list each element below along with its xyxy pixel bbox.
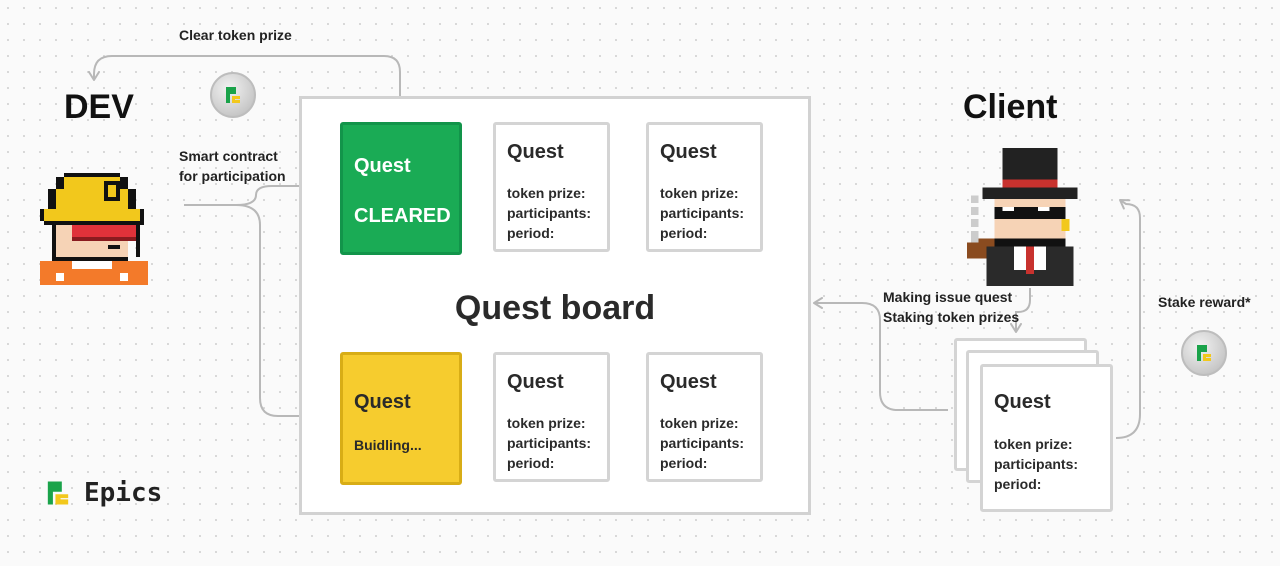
staking-arrow <box>1010 288 1031 333</box>
quest-card-title: Quest <box>660 371 717 393</box>
smart-contract-label-1: Smart contract <box>179 148 278 164</box>
stake-reward-arrow <box>1115 199 1141 439</box>
quest-card[interactable]: Quest token prize: participants: period: <box>646 352 763 482</box>
participants-field: participants: <box>660 205 745 221</box>
period-field: period: <box>507 455 555 471</box>
quest-card-title: Quest <box>507 371 564 393</box>
epics-logo-icon <box>47 481 69 505</box>
period-field: period: <box>507 225 555 241</box>
quest-card-building[interactable]: Quest Buidling... <box>340 352 462 485</box>
dev-title: DEV <box>64 88 134 126</box>
issue-quest-arrow <box>813 297 948 411</box>
quest-card[interactable]: Quest token prize: participants: period: <box>646 122 763 252</box>
dev-avatar-icon <box>40 173 148 285</box>
period-field: period: <box>994 476 1042 492</box>
participants-field: participants: <box>507 435 592 451</box>
quest-card[interactable]: Quest token prize: participants: period: <box>493 352 610 482</box>
quest-status-building: Buidling... <box>354 437 422 453</box>
token-prize-field: token prize: <box>994 436 1073 452</box>
token-coin-icon <box>210 72 256 118</box>
client-quest-card[interactable]: Quest token prize: participants: period: <box>980 364 1113 512</box>
quest-card[interactable]: Quest token prize: participants: period: <box>493 122 610 252</box>
smart-contract-arrow-top <box>184 180 337 206</box>
smart-contract-label-2: for participation <box>179 168 286 184</box>
token-prize-field: token prize: <box>507 415 586 431</box>
participants-field: participants: <box>994 456 1079 472</box>
quest-card-title: Quest <box>354 391 411 413</box>
token-prize-field: token prize: <box>660 185 739 201</box>
token-prize-field: token prize: <box>507 185 586 201</box>
period-field: period: <box>660 455 708 471</box>
smart-contract-arrow-bottom <box>235 204 337 422</box>
participants-field: participants: <box>507 205 592 221</box>
token-prize-field: token prize: <box>660 415 739 431</box>
stake-reward-label: Stake reward* <box>1158 294 1251 310</box>
client-quest-title: Quest <box>994 391 1051 413</box>
stake-coin-icon <box>1181 330 1227 376</box>
quest-card-title: Quest <box>354 155 411 177</box>
participants-field: participants: <box>660 435 745 451</box>
quest-status-cleared: CLEARED <box>354 205 451 227</box>
quest-board-title: Quest board <box>454 289 656 327</box>
brand-name: Epics <box>84 478 163 508</box>
quest-card-title: Quest <box>507 141 564 163</box>
period-field: period: <box>660 225 708 241</box>
making-issue-label: Making issue quest <box>883 289 1013 305</box>
client-title: Client <box>963 88 1058 126</box>
quest-card-title: Quest <box>660 141 717 163</box>
quest-card-cleared[interactable]: Quest CLEARED <box>340 122 462 255</box>
staking-prizes-label: Staking token prizes <box>883 309 1020 325</box>
quest-board: Quest board Quest CLEARED Quest token pr… <box>299 96 811 515</box>
clear-token-prize-arrow <box>88 55 401 121</box>
client-avatar-icon <box>966 147 1078 286</box>
clear-token-prize-label: Clear token prize <box>179 27 292 43</box>
